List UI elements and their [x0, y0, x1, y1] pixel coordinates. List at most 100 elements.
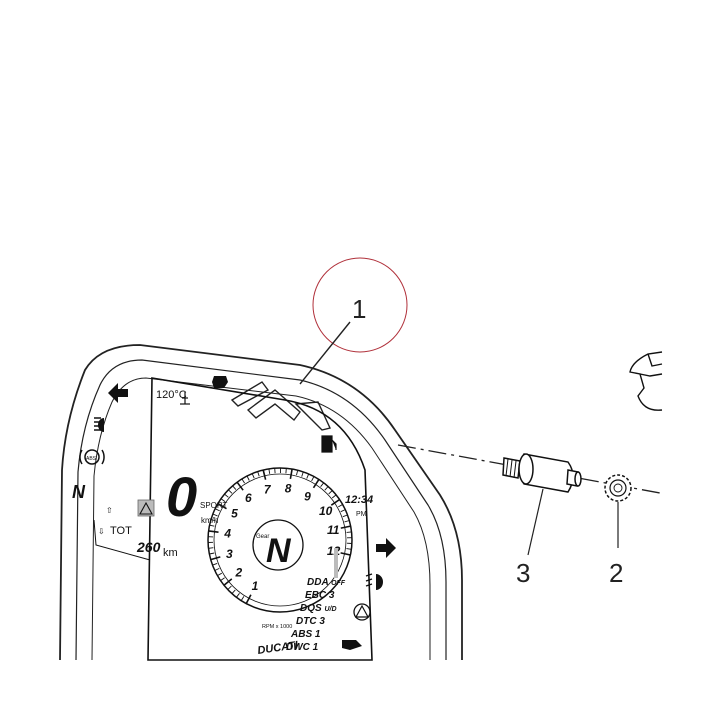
odometer-unit: km	[163, 547, 178, 559]
tachometer-tick	[224, 493, 229, 498]
gear-label: Gear	[256, 534, 269, 540]
tachometer-tick	[251, 473, 255, 479]
tachometer-tick	[212, 562, 218, 566]
tachometer-tick	[236, 481, 244, 491]
tachometer-tick	[246, 475, 250, 481]
tachometer-tick	[328, 490, 333, 495]
low-beam-icon	[365, 573, 383, 590]
tachometer-number: 7	[264, 482, 272, 496]
tachometer-inner-ring	[213, 473, 347, 607]
abs-badge-text: ABS	[86, 456, 97, 462]
tachometer-tick	[262, 469, 267, 480]
tachometer-tick	[338, 504, 343, 508]
tachometer-tick	[217, 572, 223, 576]
tachometer-outer-ring	[207, 467, 353, 613]
tachometer-tick	[210, 519, 216, 522]
status-list: DDA OFF EBC 3 DQS U/D DTC 3 ABS 1 DWC 1	[286, 577, 346, 653]
tachometer-tick	[257, 471, 260, 477]
tachometer-tick	[214, 508, 220, 512]
tachometer-tick	[241, 478, 245, 484]
high-beam-icon	[94, 417, 104, 432]
spacer-part	[502, 453, 582, 493]
riding-mode: SPORT	[200, 501, 228, 510]
status-dda: DDA OFF	[307, 577, 346, 588]
tachometer-ticks	[207, 468, 353, 604]
tachometer-tick	[301, 471, 304, 477]
rpm-label: RPM x 1000	[262, 624, 292, 630]
tachometer-tick	[210, 556, 221, 561]
tachometer-tick	[324, 486, 329, 491]
right-indicator-icons	[321, 435, 396, 650]
tachometer-number: 5	[231, 507, 238, 521]
tachometer-tick	[212, 513, 218, 517]
tachometer-tick	[227, 585, 232, 590]
callout-2-label: 2	[609, 558, 623, 588]
tachometer-tick	[344, 520, 350, 523]
oil-pressure-icon	[342, 640, 362, 650]
gear-circle	[252, 519, 304, 571]
coolant-temperature-icon	[180, 392, 190, 405]
tachometer-tick	[346, 548, 352, 550]
odometer-value: 260	[136, 539, 161, 555]
tachometer-tick	[306, 473, 310, 479]
tachometer-tick	[342, 514, 348, 518]
status-ebc: EBC 3	[305, 590, 335, 601]
tachometer-tick	[209, 524, 215, 527]
tachometer-tick	[208, 547, 214, 549]
abs-warning-icon: ABS	[79, 449, 105, 465]
warning-triangle-icon	[353, 603, 371, 621]
tachometer-number: 11	[327, 523, 340, 537]
brand-logo-text: DUCATI	[257, 639, 300, 657]
tachometer-tick	[311, 476, 315, 482]
tachometer-tick	[331, 494, 337, 499]
tachometer-number: 2	[235, 566, 243, 580]
nut-part	[604, 474, 632, 502]
turn-right-arrow-icon	[376, 538, 396, 558]
callout-3-label: 3	[516, 558, 530, 588]
tachometer-tick	[228, 489, 233, 494]
tachometer-number: 10	[319, 504, 333, 518]
tachometer-tick	[245, 594, 252, 604]
callout-3-leader	[527, 488, 544, 556]
tachometer-tick	[231, 589, 236, 594]
tachometer-tick	[208, 530, 219, 533]
odo-arrow-down-icon: ⇩	[98, 527, 105, 536]
turn-left-arrow-icon	[108, 383, 128, 403]
tachometer-tick	[236, 593, 240, 598]
tachometer-tick	[223, 578, 233, 586]
neutral-indicator-text: N	[72, 482, 86, 502]
callout-highlight-circle	[312, 257, 408, 353]
trip-label: TOT	[110, 525, 132, 537]
tachometer-number: 9	[304, 489, 311, 503]
housing-emblem	[230, 381, 331, 431]
tachometer-tick	[232, 485, 237, 490]
tachometer-tick	[330, 498, 341, 506]
tachometer-tick	[320, 482, 325, 487]
tachometer-tick	[296, 470, 299, 476]
lcd-screen	[147, 377, 373, 661]
gear-value: N	[266, 532, 292, 570]
status-dwc: DWC 1	[286, 642, 319, 653]
tachometer-tick	[346, 531, 352, 533]
tachometer-tick	[240, 596, 245, 601]
tachometer-tick	[220, 498, 226, 502]
warning-tile	[137, 499, 155, 517]
callout-1-label: 1	[352, 294, 366, 324]
tachometer-number: 8	[285, 482, 292, 496]
tachometer-tick	[214, 567, 220, 571]
speed-value: 0	[166, 465, 197, 528]
lcd-screen-bezel	[93, 519, 151, 561]
tachometer-tick	[312, 478, 320, 489]
mounting-bracket-fragment	[629, 351, 663, 411]
tachometer-number: 3	[226, 547, 233, 561]
status-dqs: DQS U/D	[300, 603, 337, 614]
temperature-readout: 120°C	[156, 389, 187, 401]
warning-tile-icon	[139, 501, 153, 515]
status-dtc: DTC 3	[296, 616, 325, 627]
tachometer-tick	[289, 468, 293, 480]
speed-unit: km/h	[201, 516, 218, 525]
tachometer-tick	[217, 502, 227, 510]
engine-icon	[212, 376, 228, 388]
